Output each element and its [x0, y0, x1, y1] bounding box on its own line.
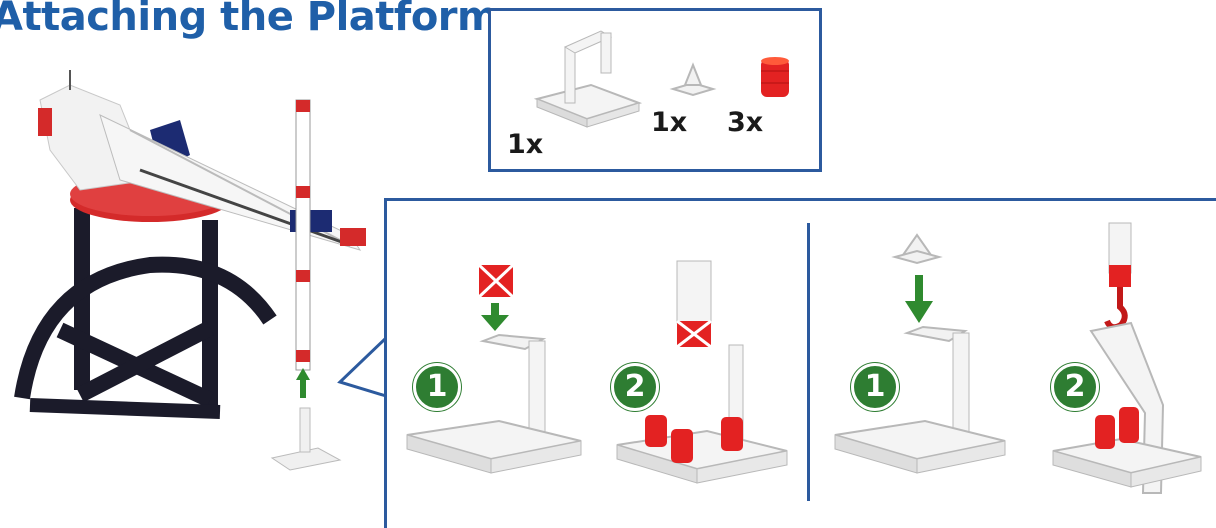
- page-title: Attaching the Platform: [0, 0, 498, 40]
- left-step-2-badge: 2: [611, 363, 659, 411]
- callout-pointer: [336, 330, 388, 410]
- platform-part-image: [531, 27, 651, 137]
- red-barrel-part-image: [759, 55, 793, 101]
- red-barrel-quantity: 3x: [727, 107, 763, 138]
- hook-clip-part-image: [669, 59, 719, 99]
- right-step-1-badge: 1: [851, 363, 899, 411]
- left-step-1-badge: 1: [413, 363, 461, 411]
- right-step-1-illustration: [831, 229, 1021, 489]
- platform-quantity: 1x: [507, 129, 543, 160]
- hook-clip-quantity: 1x: [651, 107, 687, 138]
- parts-box: 1x 1x 3x: [488, 8, 822, 172]
- crane-illustration: [0, 60, 380, 440]
- step-panel: 1 2 1 2: [384, 198, 1216, 528]
- step-divider: [807, 223, 810, 501]
- right-step-2-badge: 2: [1051, 363, 1099, 411]
